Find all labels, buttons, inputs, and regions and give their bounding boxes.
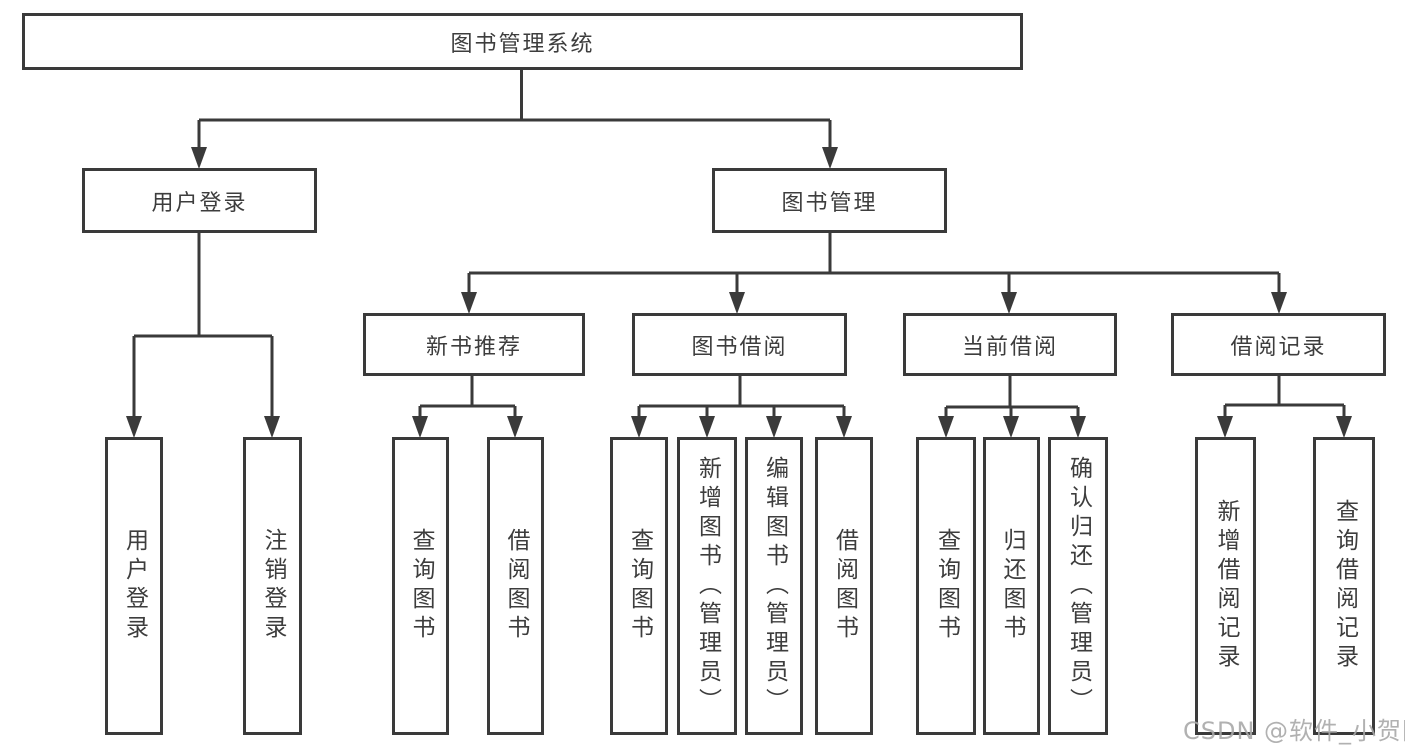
node-book-borrow: 图书借阅 xyxy=(632,313,847,376)
leaf-return-books: 归还图书 xyxy=(983,437,1040,735)
leaf-borrow-books: 借阅图书 xyxy=(815,437,873,735)
leaf-label: 借阅图书 xyxy=(831,528,858,644)
leaf-label: 查询图书 xyxy=(408,528,434,644)
leaf-confirm-return-admin: 确认归还（管理员） xyxy=(1048,437,1108,735)
node-label: 当前借阅 xyxy=(961,334,1058,360)
leaf-label: 查询借阅记录 xyxy=(1331,499,1358,673)
node-user-login: 用户登录 xyxy=(82,168,317,233)
leaf-label: 确认归还（管理员） xyxy=(1065,455,1092,717)
leaf-logout: 注销登录 xyxy=(243,437,302,735)
leaf-label: 查询图书 xyxy=(626,528,653,644)
node-borrow-record: 借阅记录 xyxy=(1171,313,1386,376)
leaf-label: 用户登录 xyxy=(121,528,148,644)
leaf-add-borrow-record: 新增借阅记录 xyxy=(1195,437,1256,735)
leaf-borrow-books-recommend: 借阅图书 xyxy=(487,437,544,735)
leaf-label: 新增借阅记录 xyxy=(1213,499,1239,673)
node-label: 借阅记录 xyxy=(1230,334,1327,360)
node-new-book-recommend: 新书推荐 xyxy=(363,313,585,376)
node-label: 新书推荐 xyxy=(425,334,522,360)
node-book-management: 图书管理 xyxy=(712,168,947,233)
node-label: 图书管理 xyxy=(781,190,878,216)
leaf-query-books-recommend: 查询图书 xyxy=(392,437,449,735)
node-label: 图书管理系统 xyxy=(450,31,595,57)
node-label: 图书借阅 xyxy=(691,334,788,360)
leaf-label: 新增图书（管理员） xyxy=(694,455,721,717)
node-label: 用户登录 xyxy=(151,190,248,216)
leaf-query-books-current: 查询图书 xyxy=(916,437,976,735)
leaf-label: 编辑图书（管理员） xyxy=(761,455,788,717)
leaf-user-login: 用户登录 xyxy=(105,437,163,735)
node-library-management-system: 图书管理系统 xyxy=(22,13,1023,70)
leaf-label: 借阅图书 xyxy=(503,528,529,644)
leaf-label: 查询图书 xyxy=(933,528,960,644)
leaf-edit-books-admin: 编辑图书（管理员） xyxy=(745,437,803,735)
leaf-query-borrow-record: 查询借阅记录 xyxy=(1313,437,1375,735)
leaf-label: 注销登录 xyxy=(260,528,286,644)
leaf-query-books-borrow: 查询图书 xyxy=(610,437,668,735)
leaf-label: 归还图书 xyxy=(999,528,1025,644)
csdn-watermark: CSDN @软件_小贺同学 xyxy=(1183,717,1405,745)
node-current-borrow: 当前借阅 xyxy=(903,313,1117,376)
leaf-add-books-admin: 新增图书（管理员） xyxy=(677,437,737,735)
arrowheads xyxy=(126,147,1352,438)
